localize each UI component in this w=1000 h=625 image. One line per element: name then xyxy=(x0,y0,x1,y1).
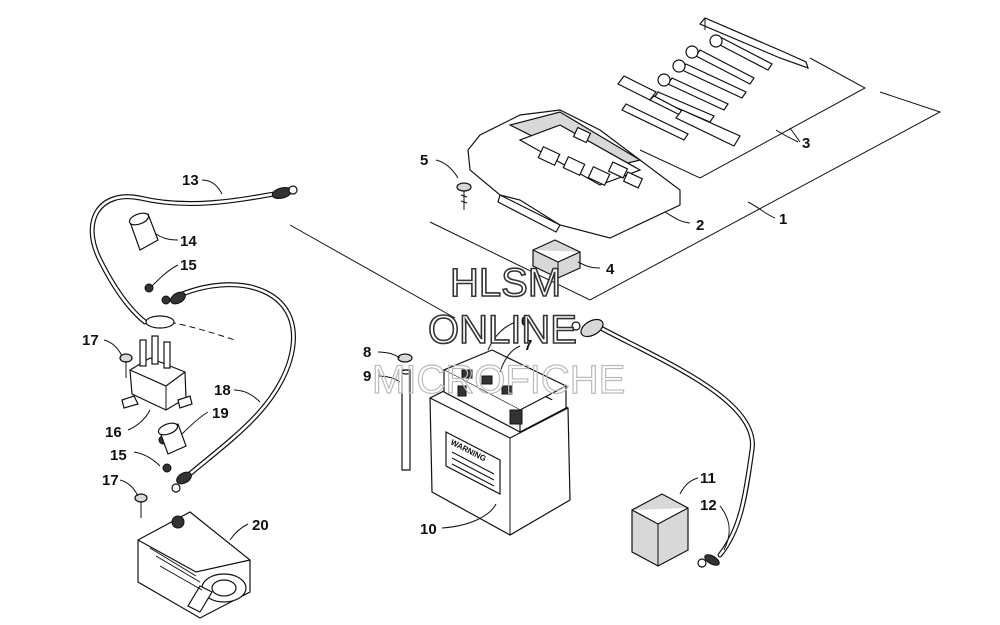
leader-lines xyxy=(103,129,799,551)
tray-compartments xyxy=(537,126,644,189)
cable-13 xyxy=(89,185,298,325)
callout-20: 20 xyxy=(252,517,269,534)
cable-18 xyxy=(170,282,296,493)
battery: WARNING xyxy=(429,349,571,536)
callout-10: 10 xyxy=(420,521,437,538)
foam-pad xyxy=(532,239,581,279)
callout-14: 14 xyxy=(180,233,197,250)
foam-block xyxy=(631,493,689,567)
callout-9: 9 xyxy=(363,368,371,385)
callout-6: 6 xyxy=(521,313,529,330)
callout-12: 12 xyxy=(700,497,717,514)
callout-5: 5 xyxy=(420,152,428,169)
watermark-line2: ONLINE xyxy=(428,308,577,352)
callout-2: 2 xyxy=(696,217,704,234)
callout-18: 18 xyxy=(214,382,231,399)
callout-17-lower: 17 xyxy=(102,472,119,489)
terminal-boot-19 xyxy=(157,422,187,455)
callout-8: 8 xyxy=(363,344,371,361)
starter-solenoid xyxy=(121,315,236,411)
assembly-bracket-lines xyxy=(289,57,942,319)
watermark-line3: MICROFICHE xyxy=(372,358,625,402)
terminal-boot-14 xyxy=(128,212,159,251)
callout-7: 7 xyxy=(524,337,532,354)
watermark: HLSM ONLINE MICROFICHE xyxy=(371,260,626,402)
callout-3: 3 xyxy=(802,135,810,152)
tool-kit xyxy=(617,17,809,147)
callout-labels: 1 2 3 4 5 6 7 8 9 10 11 12 13 14 15 15 1… xyxy=(82,135,810,538)
starter-motor xyxy=(137,511,251,619)
callout-17-upper: 17 xyxy=(82,332,99,349)
watermark-line1: HLSM xyxy=(450,261,561,305)
callout-4: 4 xyxy=(606,261,615,278)
callout-1: 1 xyxy=(779,211,787,228)
callout-19: 19 xyxy=(212,405,229,422)
tray-screw xyxy=(456,182,472,210)
callout-11: 11 xyxy=(700,470,716,487)
tool-tray xyxy=(467,109,681,239)
callout-15-lower: 15 xyxy=(110,447,127,464)
screws-17 xyxy=(119,353,148,518)
callout-13: 13 xyxy=(182,172,199,189)
vent-tube xyxy=(397,353,413,471)
callout-16: 16 xyxy=(105,424,122,441)
battery-cable xyxy=(571,318,755,568)
callout-15-upper: 15 xyxy=(180,257,197,274)
